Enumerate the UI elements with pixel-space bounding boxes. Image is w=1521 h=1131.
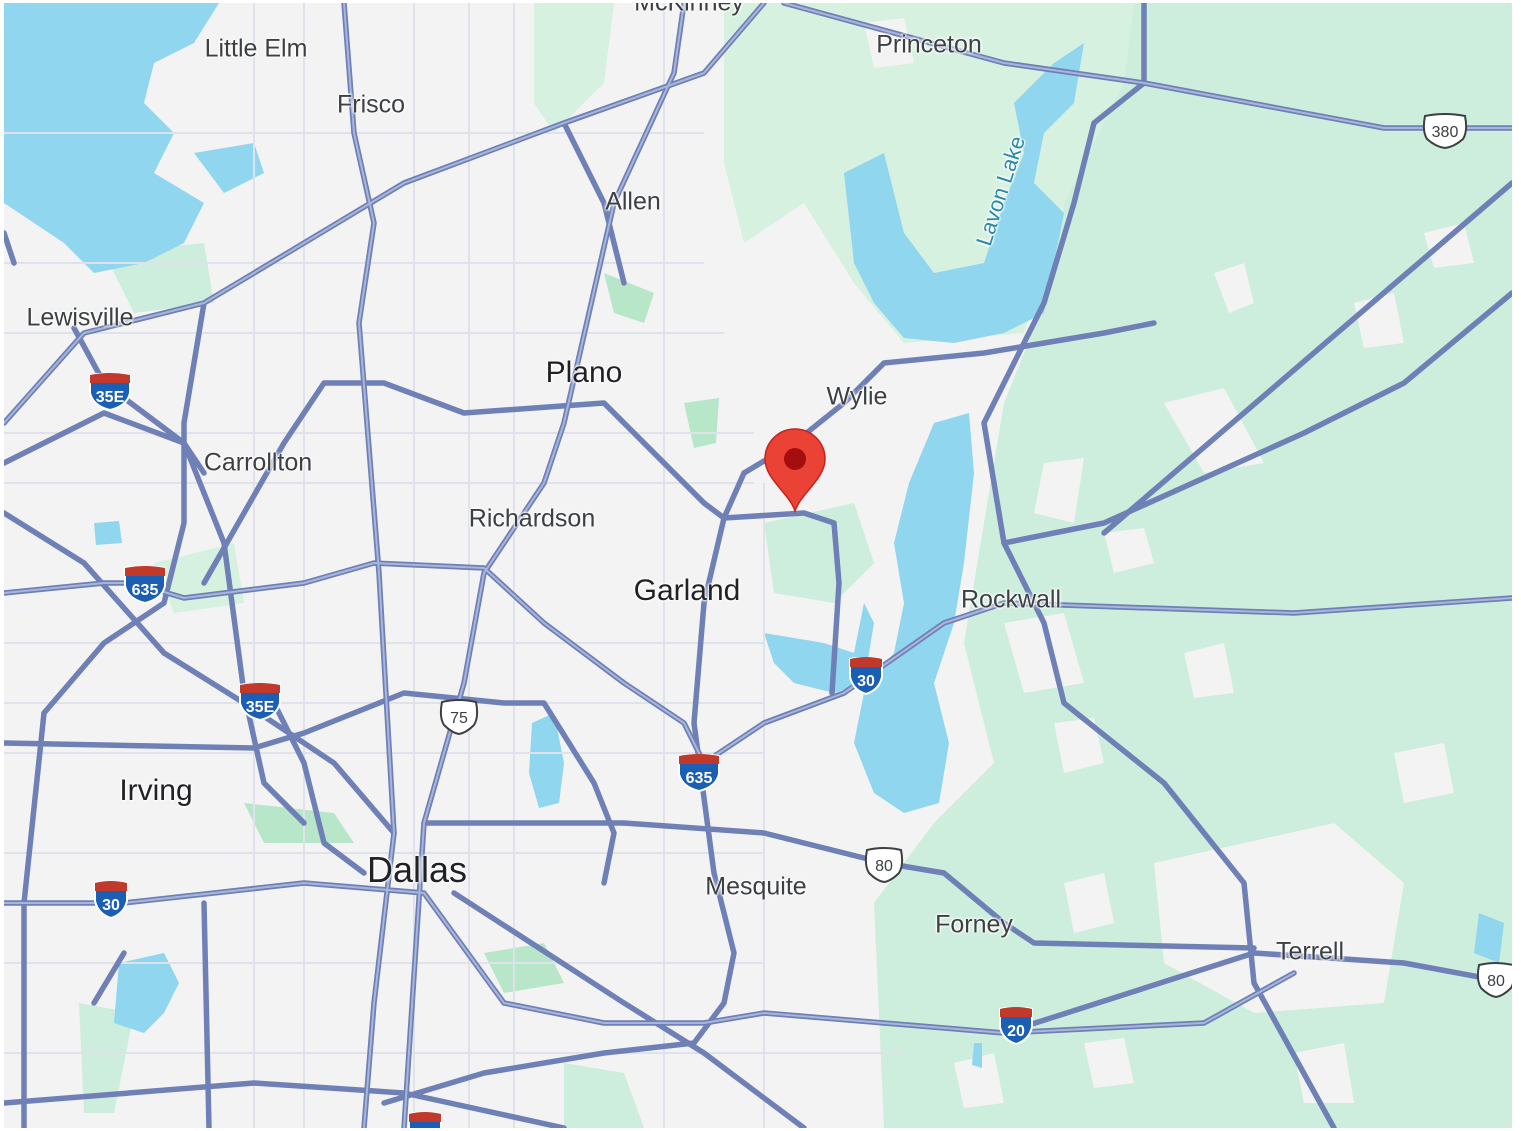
park-patch <box>684 398 719 448</box>
pond <box>94 521 122 545</box>
place-label-irving[interactable]: Irving <box>119 774 193 807</box>
mountain-creek-lake <box>114 953 179 1033</box>
place-label-wylie[interactable]: Wylie <box>826 382 888 411</box>
us-route-shield-icon: 75 <box>439 699 479 735</box>
interstate-shield-icon: 30 <box>94 881 128 919</box>
shield-number: 75 <box>450 710 468 727</box>
white-rock-lake <box>529 713 564 808</box>
water-bodies <box>4 3 1504 1068</box>
park-patch <box>244 803 354 843</box>
place-label-lewisville[interactable]: Lewisville <box>26 303 134 332</box>
place-label-mesquite[interactable]: Mesquite <box>705 872 807 901</box>
place-label-plano[interactable]: Plano <box>545 356 623 389</box>
map-canvas[interactable] <box>4 3 1512 1128</box>
lavon-lake <box>844 43 1084 343</box>
interstate-shield-icon <box>408 1112 442 1128</box>
park-patch <box>604 273 654 323</box>
park-patch <box>484 943 564 993</box>
lake-ray-hubbard <box>854 413 974 813</box>
shield-number: 80 <box>1487 973 1505 990</box>
place-label-terrell[interactable]: Terrell <box>1275 937 1345 966</box>
lewisville-lake <box>4 3 219 273</box>
place-label-princeton[interactable]: Princeton <box>876 30 982 59</box>
shield-number: 35E <box>246 699 275 716</box>
park-patch <box>79 1003 134 1113</box>
place-label-little-elm[interactable]: Little Elm <box>204 34 308 63</box>
lewisville-lake-arm <box>124 3 174 43</box>
interstate-shield-icon: 30 <box>849 657 883 695</box>
interstate-shield-icon: 35E <box>239 683 281 721</box>
interstate-shield-icon: 635 <box>124 566 166 604</box>
shield-number: 20 <box>1007 1023 1025 1040</box>
shield-number: 80 <box>875 858 893 875</box>
park-patch <box>564 1063 644 1128</box>
shield-number: 35E <box>96 389 125 406</box>
park-patch <box>764 503 874 603</box>
shield-number: 30 <box>857 673 875 690</box>
us-route-shield-icon: 80 <box>864 847 904 883</box>
highways <box>4 3 1512 1128</box>
lewisville-lake-arm <box>194 143 264 193</box>
place-label-allen[interactable]: Allen <box>605 187 661 216</box>
park-patch <box>534 3 614 133</box>
us-route-shield-icon: 380 <box>1422 113 1468 149</box>
place-label-richardson[interactable]: Richardson <box>468 504 596 533</box>
lake-ray-hubbard-arm <box>764 603 874 693</box>
map-view[interactable]: McKinney Little Elm Frisco Princeton All… <box>4 3 1512 1128</box>
pond <box>972 1043 982 1068</box>
place-label-dallas[interactable]: Dallas <box>366 849 468 890</box>
shield-number: 635 <box>686 770 713 787</box>
map-pin-icon[interactable] <box>764 428 826 514</box>
place-label-carrollton[interactable]: Carrollton <box>203 448 313 477</box>
pond <box>1474 913 1504 963</box>
place-label-mckinney[interactable]: McKinney <box>634 3 744 18</box>
place-label-garland[interactable]: Garland <box>633 574 741 607</box>
place-label-forney[interactable]: Forney <box>935 910 1013 939</box>
shield-number: 380 <box>1432 124 1459 141</box>
interstate-shield-icon: 635 <box>678 754 720 792</box>
interstate-shield-icon: 20 <box>999 1007 1033 1045</box>
interstate-shield-icon: 35E <box>89 373 131 411</box>
shield-number: 30 <box>102 897 120 914</box>
us-route-shield-icon: 80 <box>1476 962 1512 998</box>
place-label-frisco[interactable]: Frisco <box>336 90 406 119</box>
shield-number: 635 <box>132 582 159 599</box>
place-label-rockwall[interactable]: Rockwall <box>960 585 1062 614</box>
